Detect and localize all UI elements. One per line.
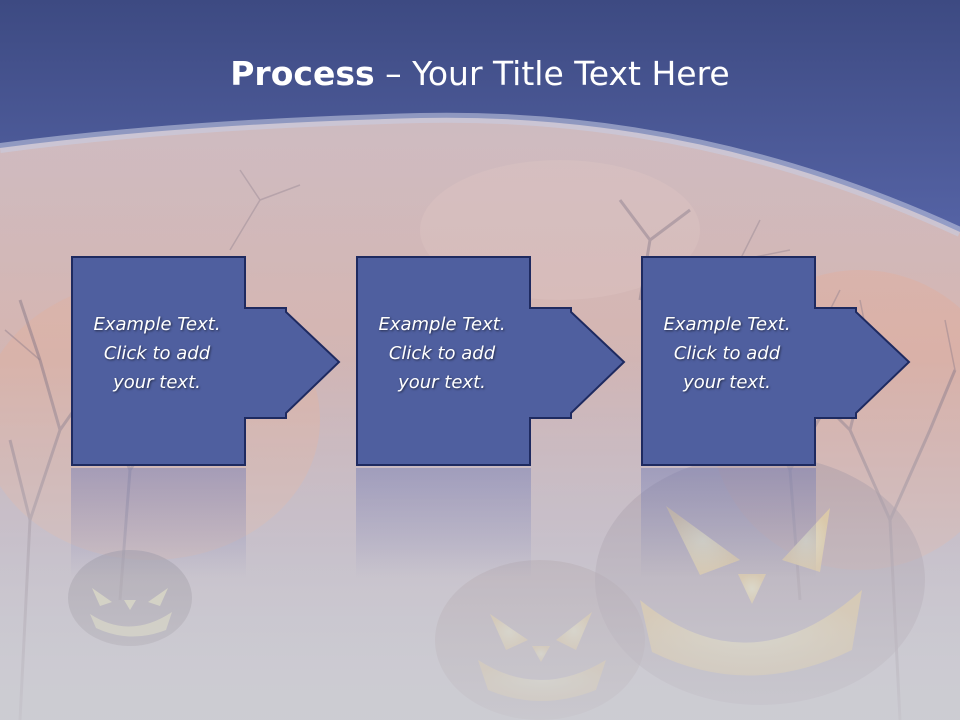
step-reflection — [71, 468, 246, 578]
arrow-box-shape — [641, 256, 911, 466]
step-line-2: Click to add — [388, 343, 496, 364]
process-step-3[interactable]: Example Text. Click to add your text. — [641, 256, 911, 578]
step-text[interactable]: Example Text. Click to add your text. — [73, 310, 241, 397]
step-text[interactable]: Example Text. Click to add your text. — [358, 310, 526, 397]
title-bold: Process — [230, 54, 375, 93]
step-line-2: Click to add — [673, 343, 781, 364]
step-line-1: Example Text. — [663, 314, 791, 335]
arrow-box-shape — [71, 256, 341, 466]
arrow-box-shape — [356, 256, 626, 466]
step-line-1: Example Text. — [378, 314, 506, 335]
step-line-1: Example Text. — [93, 314, 221, 335]
process-step-1[interactable]: Example Text. Click to add your text. — [71, 256, 341, 578]
title-rest: – Your Title Text Here — [374, 54, 730, 93]
slide-title[interactable]: Process – Your Title Text Here — [0, 52, 960, 96]
step-line-3: your text. — [113, 372, 201, 393]
step-line-2: Click to add — [103, 343, 211, 364]
step-reflection — [356, 468, 531, 578]
step-line-3: your text. — [683, 372, 771, 393]
step-text[interactable]: Example Text. Click to add your text. — [643, 310, 811, 397]
step-line-3: your text. — [398, 372, 486, 393]
process-step-2[interactable]: Example Text. Click to add your text. — [356, 256, 626, 578]
step-reflection — [641, 468, 816, 578]
